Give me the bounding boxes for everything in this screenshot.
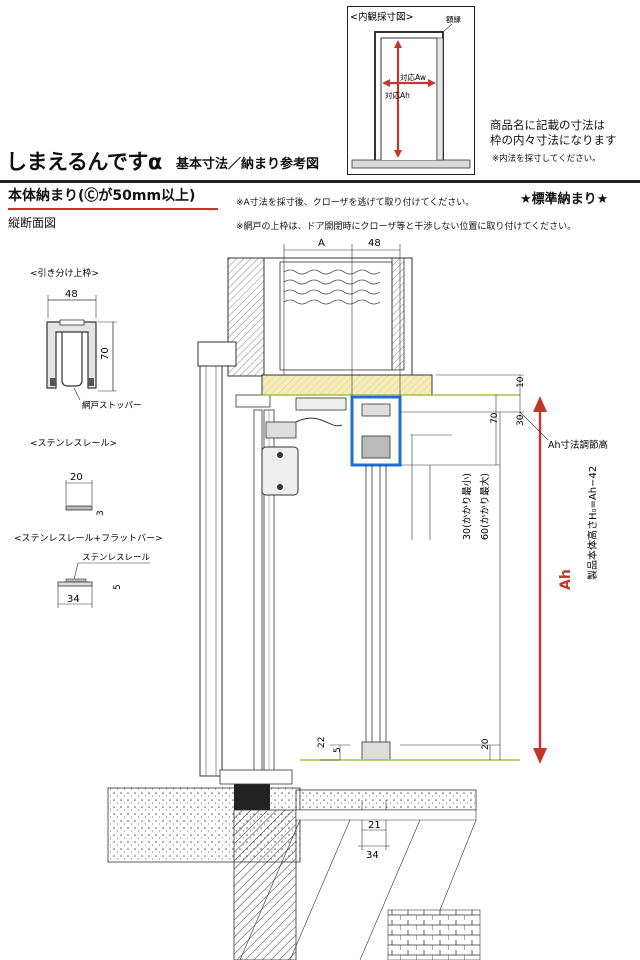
inset-measurement-diagram: [347, 6, 475, 175]
dim-adjust: Ah寸法調節高: [548, 439, 608, 451]
door-closer: [261, 397, 347, 496]
dim-30: 30: [516, 414, 526, 426]
dim-a: A: [318, 238, 325, 249]
dim-product-height: 製品本体高さH₀=Ah−42: [586, 466, 599, 580]
standard-badge: ★標準納まり★: [520, 192, 609, 207]
section-heading-underline: [8, 208, 218, 210]
dim-34: 34: [366, 850, 379, 861]
rail-flatbar-width: 34: [67, 594, 80, 605]
dim-hook-min: 30(かかり最小): [462, 473, 473, 540]
stainless-rail-label: <ステンレスレール>: [30, 438, 117, 449]
inset-label: <内観採寸図>: [350, 11, 413, 23]
dim-10: 10: [516, 376, 526, 388]
title-divider: [0, 180, 640, 183]
upper-frame-height: 70: [100, 347, 111, 360]
flatbar-shape: [57, 581, 93, 587]
upper-frame-profile: [46, 319, 97, 389]
dim-ah: Ah: [558, 569, 574, 590]
dim-5: 5: [333, 747, 343, 753]
screen-frame-box: [350, 395, 402, 467]
frame-label: 額縁: [446, 14, 461, 24]
inner-size-note-line2: 枠の内々寸法になります: [490, 133, 617, 147]
upper-frame-width: 48: [65, 289, 78, 300]
inset-dimension-lines: [382, 40, 436, 158]
dim-hook-max: 60(かかり最大): [479, 473, 491, 540]
stainless-rail-shape: [65, 505, 93, 511]
install-note-2: ※網戸の上枠は、ドア開閉時にクローザ等と干渉しない位置に取り付けてください。: [236, 222, 577, 232]
stainless-rail-height: 3: [96, 510, 106, 516]
dim-70: 70: [490, 412, 500, 424]
stopper-label: 網戸ストッパー: [82, 400, 142, 411]
dim-21: 21: [368, 820, 381, 831]
inset-frame-shape: [351, 23, 471, 169]
rail-flatbar-label: <ステンレスレール+フラットバー>: [14, 533, 163, 544]
upper-frame-label: <引き分け上枠>: [30, 267, 99, 279]
rail-flatbar-height: 5: [113, 584, 123, 590]
install-note-1: ※A寸法を採寸後、クローザを逃げて取り付けてください。: [236, 198, 475, 208]
dim-22: 22: [317, 737, 327, 748]
section-view-label: 縦断面図: [8, 216, 57, 230]
rail-shape: [65, 578, 87, 583]
inner-size-note-line3: ※内法を採寸してください。: [492, 154, 601, 164]
aw-label: 対応Aw: [400, 72, 426, 82]
section-heading: 本体納まり(Ⓒが50mm以上): [8, 188, 196, 204]
screen-body: [361, 465, 391, 761]
rail-flatbar-sub-label: ステンレスレール: [82, 553, 151, 563]
stainless-rail-width: 20: [70, 472, 83, 483]
door-frame: [197, 341, 275, 781]
ah-label: 対応Ah: [385, 90, 410, 100]
dim-20: 20: [481, 738, 491, 750]
dimension-lines: [283, 244, 524, 850]
dim-top-width: 48: [368, 238, 381, 249]
page-title: しまえるんですα: [6, 150, 162, 174]
inner-size-note-line1: 商品名に記載の寸法は: [490, 118, 605, 132]
header-wall: [227, 257, 413, 377]
floor-foundation: [107, 769, 481, 960]
page-subtitle: 基本寸法／納まり参考図: [176, 157, 320, 172]
